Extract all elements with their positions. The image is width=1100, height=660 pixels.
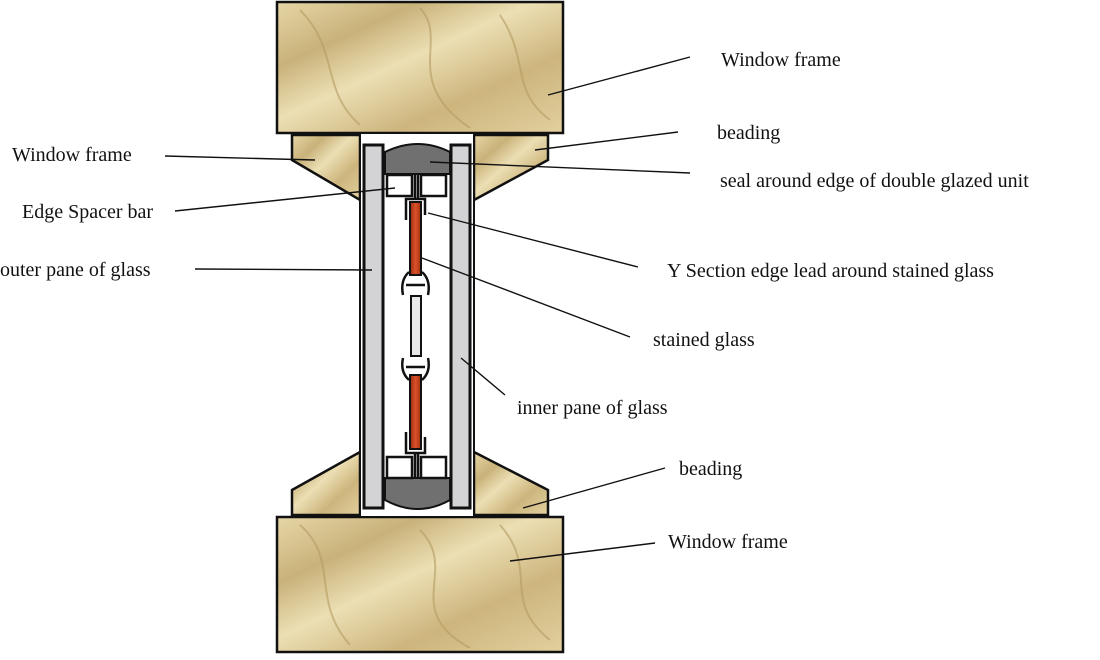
wood-grain <box>299 7 551 649</box>
label-edge-spacer: Edge Spacer bar <box>22 201 153 223</box>
label-window-frame-top: Window frame <box>721 49 841 71</box>
inner-pane <box>449 143 472 510</box>
y-section-leads <box>401 197 430 455</box>
label-y-section: Y Section edge lead around stained glass <box>667 260 994 282</box>
leader-lines <box>164 56 691 562</box>
label-seal: seal around edge of double glazed unit <box>720 170 1029 192</box>
label-outer-pane: outer pane of glass <box>0 259 151 281</box>
window-frame-bottom <box>275 515 565 654</box>
beading-bottom-right <box>472 449 550 517</box>
beading-top-left <box>290 133 362 203</box>
edge-spacers <box>385 173 448 480</box>
window-frame-top <box>275 0 565 135</box>
label-window-frame-left: Window frame <box>12 144 132 166</box>
label-inner-pane: inner pane of glass <box>517 397 668 419</box>
clear-glass <box>410 295 422 357</box>
seal-bottom <box>384 477 451 510</box>
beading-bottom-left <box>290 449 362 517</box>
seal-top <box>384 143 451 175</box>
stained-glass-lower <box>409 374 422 450</box>
label-stained-glass: stained glass <box>653 329 755 351</box>
label-beading-top: beading <box>717 122 780 144</box>
label-window-frame-bottom: Window frame <box>668 531 788 553</box>
beading-top-right <box>472 133 550 203</box>
label-beading-bottom: beading <box>679 458 742 480</box>
stained-glass-upper <box>409 201 422 276</box>
outer-pane <box>362 143 385 510</box>
